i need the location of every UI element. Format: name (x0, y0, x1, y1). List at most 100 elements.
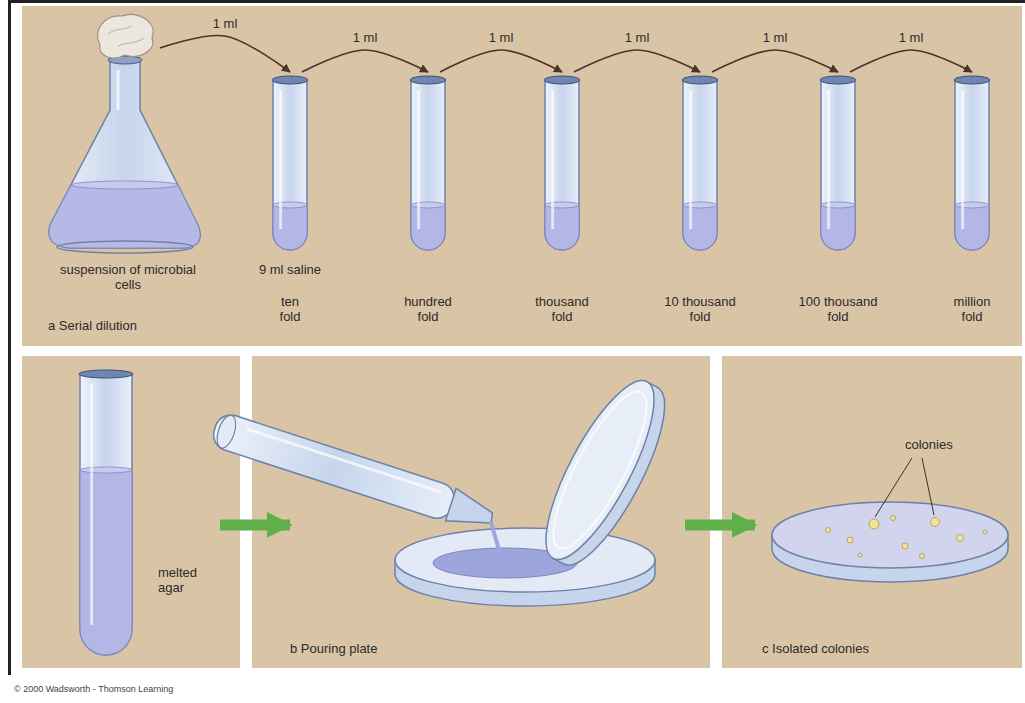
colony (869, 519, 879, 529)
liquid-surface (273, 202, 307, 208)
glass-highlight (537, 381, 662, 559)
dilution-tube: hundred fold (378, 72, 478, 334)
tube-rim (682, 76, 718, 84)
liquid-surface (411, 202, 445, 208)
test-tube (544, 76, 580, 250)
test-tube (79, 370, 133, 655)
volume-label: 1 ml (760, 30, 791, 45)
tube-liquid (683, 205, 717, 250)
liquid-surface (821, 202, 855, 208)
flask (49, 14, 200, 253)
copyright-note: © 2000 Wadsworth - Thomson Learning (14, 684, 173, 695)
frame-line (8, 0, 11, 675)
transfer-arrow (160, 36, 290, 72)
panel-ground (252, 356, 710, 668)
colony-dish (772, 458, 1008, 582)
panel-caption: a Serial dilution (48, 318, 248, 333)
dish-lid (527, 368, 684, 578)
glass-highlight (117, 70, 120, 110)
tube-rim (954, 76, 990, 84)
liquid-surface (545, 202, 579, 208)
colony (957, 535, 964, 542)
panel-ground (722, 356, 1022, 668)
pipette-end (214, 413, 240, 450)
dilution-label: 100 thousand fold (794, 294, 882, 324)
glass-highlight (689, 90, 692, 229)
colony-dots (826, 516, 988, 559)
tube-glass (80, 374, 132, 655)
volume-label: 9 ml saline (240, 262, 340, 277)
tube-glass (955, 80, 989, 250)
petri-dish (395, 522, 655, 606)
transfer-arrow (574, 50, 700, 72)
tube-liquid (411, 205, 445, 250)
tube-liquid (273, 205, 307, 250)
glass-highlight (827, 90, 830, 229)
glass-highlight (246, 429, 441, 492)
cotton-plug (98, 14, 154, 58)
volume-label: 1 ml (210, 16, 241, 31)
tube-liquid (821, 205, 855, 250)
frame-line (8, 0, 1025, 3)
colony (920, 554, 925, 559)
tube-glass (683, 80, 717, 250)
glass-highlight (551, 90, 554, 229)
tube-rim (410, 76, 446, 84)
colony (847, 537, 853, 543)
glass-highlight (279, 90, 282, 229)
dilution-tube: million fold (922, 72, 1022, 334)
colony (891, 516, 896, 521)
lid-top (527, 368, 674, 573)
panel-caption: b Pouring plate (290, 641, 490, 656)
test-tube (954, 76, 990, 250)
transfer-arrow (302, 50, 428, 72)
tube-label: melted agar (158, 565, 216, 595)
leader-line (875, 458, 912, 517)
colony-label: colonies (905, 437, 985, 452)
tube-glass (545, 80, 579, 250)
glass-highlight (90, 384, 93, 625)
panel-caption: c Isolated colonies (762, 641, 962, 656)
transfer-arrow (712, 50, 838, 72)
flask-label: suspension of microbial cells (53, 262, 203, 292)
colony (826, 528, 831, 533)
volume-label: 1 ml (622, 30, 653, 45)
test-tube (682, 76, 718, 250)
colony (983, 530, 987, 534)
colonies-panel: colonies c Isolated colonies (755, 365, 1017, 660)
pipette-body (209, 411, 458, 522)
liquid-surface (71, 181, 178, 189)
test-tube (410, 76, 446, 250)
colony (931, 518, 940, 527)
glass-highlight (417, 90, 420, 229)
volume-label: 1 ml (896, 30, 927, 45)
liquid-surface (80, 467, 132, 473)
liquid-surface (955, 202, 989, 208)
pipette-tip (446, 488, 498, 534)
dilution-label: hundred fold (398, 294, 458, 324)
tube-liquid (80, 470, 132, 655)
volume-label: 1 ml (486, 30, 517, 45)
agar-surface (772, 502, 1008, 568)
process-arrow (685, 519, 755, 530)
transfer-arrow (850, 50, 972, 72)
pipette (209, 411, 498, 535)
colony (902, 543, 908, 549)
cotton-texture (108, 26, 144, 46)
agar-tube-panel: melted agar (70, 365, 220, 660)
tube-rim (820, 76, 856, 84)
dilution-tube: thousand fold (512, 72, 612, 334)
volume-label: 1 ml (350, 30, 381, 45)
flask-liquid (49, 185, 200, 248)
flask-node: suspension of microbial cells (45, 48, 210, 310)
tube-rim (79, 370, 133, 378)
dilution-label: ten fold (270, 294, 310, 324)
dilution-label: thousand fold (527, 294, 597, 324)
panel-ground (22, 6, 1022, 346)
dilution-tube: 9 ml saline ten fold (240, 72, 340, 334)
dilution-panel: a Serial dilution suspension of microbial… (22, 6, 1022, 346)
